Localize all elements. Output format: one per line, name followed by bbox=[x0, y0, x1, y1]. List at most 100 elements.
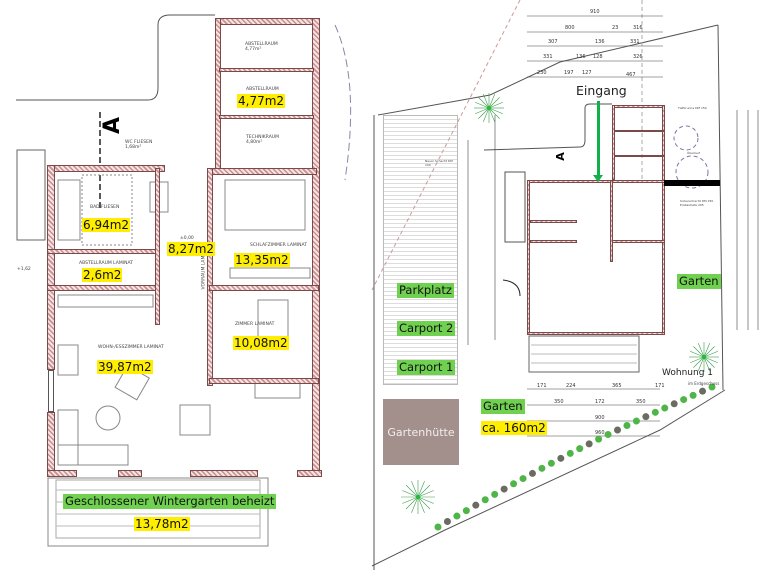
dim-label: 960 bbox=[595, 430, 605, 436]
wall bbox=[530, 240, 577, 243]
area-bad: 6,94m2 bbox=[82, 218, 131, 232]
dim-label: 128 bbox=[593, 54, 603, 60]
carport-1-label: Carport 1 bbox=[397, 360, 456, 375]
wall bbox=[118, 470, 142, 477]
hedge-plant bbox=[708, 383, 716, 391]
wall bbox=[530, 220, 577, 223]
hedge-plant bbox=[481, 496, 489, 504]
overflow-note: Überlauf bbox=[687, 151, 700, 155]
hedge-plant bbox=[651, 408, 659, 416]
room-name: TECHNIKRAUM bbox=[246, 135, 279, 140]
wall bbox=[190, 470, 258, 477]
section-mark-site: A bbox=[553, 152, 567, 161]
entrance-arrow bbox=[597, 101, 600, 179]
wall bbox=[662, 105, 665, 335]
hedge-plant bbox=[661, 404, 669, 412]
room-label: BAD FLIESEN bbox=[90, 205, 120, 210]
hedge-plant bbox=[632, 417, 640, 425]
room-name: ABSTELLRAUM bbox=[245, 42, 278, 47]
hedge-plant bbox=[453, 512, 461, 520]
wall bbox=[207, 168, 213, 386]
garden-shed-label: Gartenhütte bbox=[387, 425, 455, 439]
hedge-plant bbox=[680, 396, 688, 404]
wall bbox=[610, 180, 613, 262]
hedge-plant bbox=[595, 435, 603, 443]
hedge-plant bbox=[585, 440, 593, 448]
dim-label: 365 bbox=[612, 383, 622, 389]
hedge-plant bbox=[699, 387, 707, 395]
garden-shed: Gartenhütte bbox=[383, 399, 459, 465]
carport-2-label: Carport 2 bbox=[397, 321, 456, 336]
dim-label: 23 bbox=[612, 25, 619, 31]
dim-label: 316 bbox=[633, 25, 643, 31]
wall bbox=[614, 130, 664, 132]
wall bbox=[219, 68, 314, 72]
dim-label: 197 bbox=[564, 70, 574, 76]
hedge-plant bbox=[491, 490, 499, 498]
hedge-plant bbox=[538, 464, 546, 472]
dim-label: 910 bbox=[590, 9, 600, 15]
room-label: SCHLAFZIMMER LAMINAT bbox=[250, 243, 307, 248]
wall bbox=[219, 115, 314, 119]
hedge-plant bbox=[443, 518, 451, 526]
area-abstellraum: 4,77m2 bbox=[237, 94, 286, 108]
new-shaft-note: Neuer Schacht DM 100 bbox=[425, 159, 453, 167]
wall bbox=[47, 165, 55, 370]
hedge-plant bbox=[528, 469, 536, 477]
well-note: Tiefbrunne DM 150 bbox=[678, 106, 707, 110]
parking-area bbox=[383, 115, 458, 385]
dim-label: 307 bbox=[548, 39, 558, 45]
hedge bbox=[434, 383, 716, 531]
garden-label: Garten bbox=[481, 399, 525, 414]
dim-label: 224 bbox=[566, 383, 576, 389]
room-area-small: 4,77m² bbox=[245, 47, 262, 52]
hedge-plant bbox=[576, 445, 584, 453]
hedge-plant bbox=[472, 501, 480, 509]
wall bbox=[614, 155, 664, 157]
dim-label: 800 bbox=[565, 25, 575, 31]
wall bbox=[209, 378, 319, 384]
wall bbox=[527, 332, 665, 335]
hedge-plant bbox=[623, 421, 631, 429]
hedge-plant bbox=[434, 523, 442, 531]
room-label: ABSTELLRAUM LAMINAT bbox=[79, 261, 133, 266]
area-abstellraum-2: 2,6m2 bbox=[82, 268, 123, 282]
wall bbox=[155, 168, 160, 325]
dim-label: 326 bbox=[633, 54, 643, 60]
wintergarten-label: Geschlossener Wintergarten beheizt bbox=[63, 494, 277, 509]
area-zimmer: 10,08m2 bbox=[233, 336, 289, 350]
apartment-label: Wohnung 1 bbox=[662, 368, 713, 378]
wall bbox=[612, 105, 615, 180]
dim-label: 171 bbox=[655, 383, 665, 389]
tree-icon bbox=[474, 93, 504, 123]
entrance-label: Eingang bbox=[576, 83, 627, 98]
hedge-plant bbox=[604, 431, 612, 439]
wall bbox=[610, 240, 665, 243]
hedge-plant bbox=[547, 459, 555, 467]
pipe-bar bbox=[664, 180, 720, 186]
room-area-small: 1,68m² bbox=[125, 145, 142, 150]
hedge-plant bbox=[689, 391, 697, 399]
dim-label: 136 bbox=[595, 39, 605, 45]
hedge-plant bbox=[670, 400, 678, 408]
garden-area: ca. 160m2 bbox=[481, 421, 547, 435]
trees bbox=[401, 93, 719, 514]
level-mark-outside: +1,62 bbox=[17, 267, 31, 272]
room-label: ZIMMER LAMINAT bbox=[235, 322, 275, 327]
wall bbox=[527, 180, 530, 335]
hedge-plant bbox=[462, 507, 470, 515]
seepage-note: Sickerschacht DM 250 Einbautiefe 205 bbox=[680, 199, 714, 207]
area-wohnzimmer: 39,87m2 bbox=[97, 360, 153, 374]
area-wintergarten: 13,78m2 bbox=[134, 517, 190, 531]
dim-label: 900 bbox=[595, 415, 605, 421]
hedge-plant bbox=[642, 413, 650, 421]
dim-label: 127 bbox=[582, 70, 592, 76]
wall bbox=[297, 470, 322, 477]
hedge-plant bbox=[566, 449, 574, 457]
dim-label: 467 bbox=[626, 72, 636, 78]
dim-label: 230 bbox=[537, 70, 547, 76]
